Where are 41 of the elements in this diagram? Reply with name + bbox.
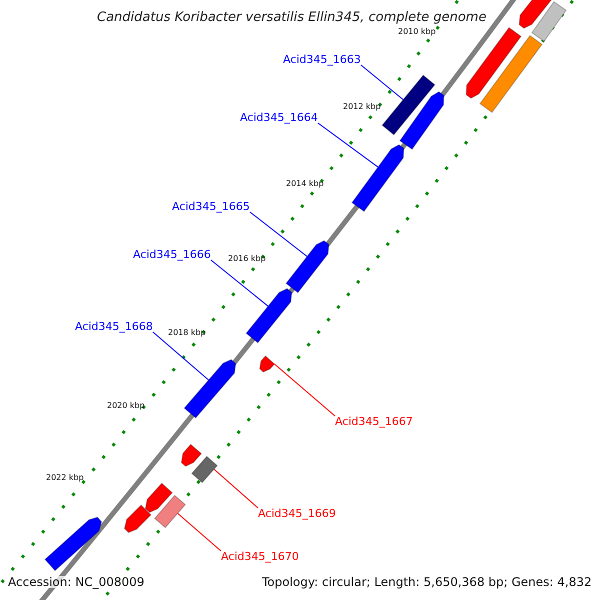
gene-feature	[531, 1, 567, 42]
gene-feature	[184, 359, 236, 419]
position-label: 2020 kbp	[107, 402, 145, 410]
leader-line	[152, 332, 210, 380]
gene-label: Acid345_1670	[221, 551, 299, 562]
gene-feature	[399, 91, 444, 150]
gene-feature	[144, 482, 173, 513]
gene-label: Acid345_1664	[240, 112, 318, 123]
gene-feature	[259, 355, 276, 373]
gene-feature	[479, 34, 543, 114]
gene-feature	[351, 144, 404, 212]
gene-label: Acid345_1668	[75, 321, 153, 332]
position-label: 2012 kbp	[343, 103, 381, 111]
gene-feature	[154, 494, 186, 528]
leader-line	[360, 64, 404, 100]
gene-label: Acid345_1667	[335, 416, 413, 427]
gene-feature	[180, 444, 202, 467]
gene-label: Acid345_1665	[172, 201, 250, 212]
gene-feature	[191, 456, 218, 484]
leader-line	[214, 468, 258, 508]
position-label: 2018 kbp	[168, 329, 206, 337]
leader-line	[317, 122, 378, 168]
position-label: 2016 kbp	[228, 255, 266, 263]
map-title: Candidatus Koribacter versatilis Ellin345, complete genome	[97, 11, 486, 24]
leader-line	[177, 512, 222, 552]
gene-label: Acid345_1663	[283, 54, 361, 65]
position-label: 2022 kbp	[46, 474, 84, 482]
gene-feature	[246, 288, 292, 344]
gene-feature	[124, 504, 152, 534]
gene-label: Acid345_1669	[258, 508, 336, 519]
position-label: 2014 kbp	[286, 180, 324, 188]
gene-label: Acid345_1666	[133, 249, 211, 260]
gene-feature	[466, 26, 522, 99]
leader-line	[274, 364, 336, 416]
gene-feature	[382, 74, 436, 136]
position-label: 2010 kbp	[398, 28, 436, 36]
gene-feature	[44, 516, 102, 572]
leader-line	[210, 260, 269, 307]
leader-line	[249, 212, 308, 257]
genome-stats-text: Topology: circular; Length: 5,650,368 bp; Genes: 4,832	[262, 576, 592, 588]
gene-feature	[285, 240, 330, 294]
